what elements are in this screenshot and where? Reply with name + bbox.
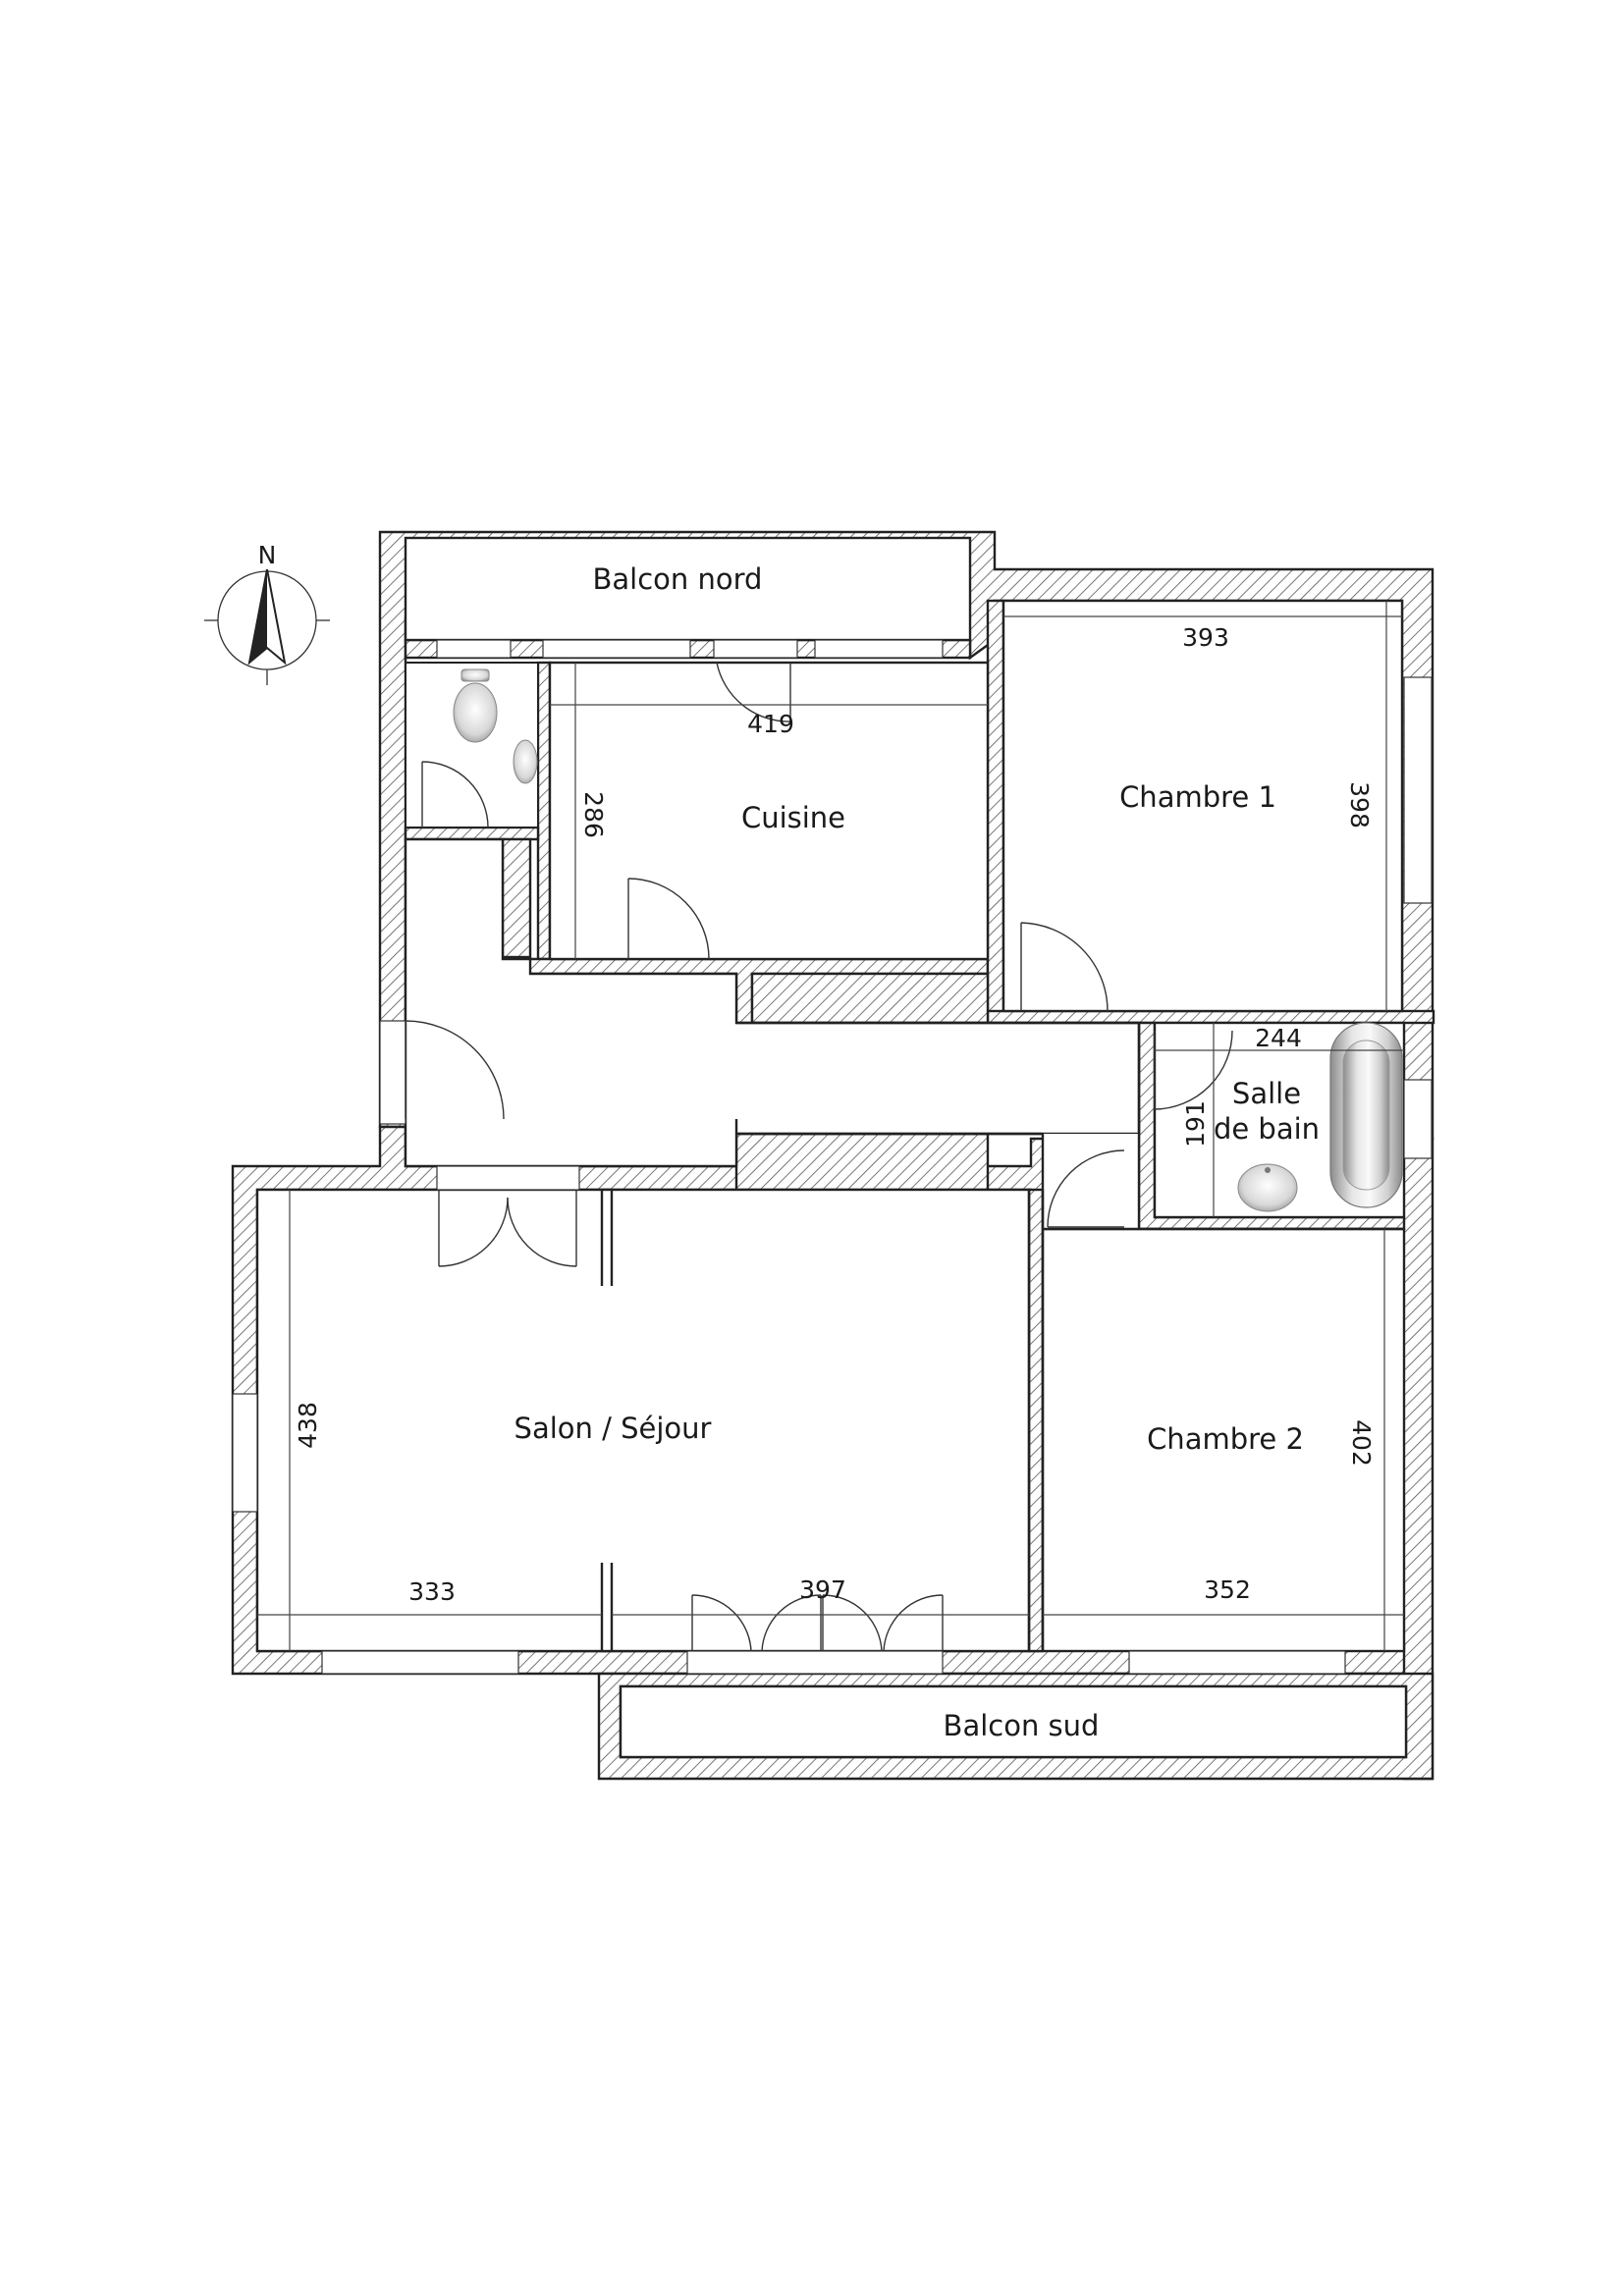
window-salon-south-2 bbox=[686, 1650, 944, 1675]
dim-salon-depth: 438 bbox=[294, 1402, 322, 1449]
window-left-hall bbox=[379, 1020, 406, 1125]
door-chambre-1 bbox=[1020, 922, 1109, 1012]
window-bathroom-east bbox=[1403, 1079, 1433, 1159]
wall-closet-upper bbox=[750, 972, 990, 1025]
window-hall-salon-doorway bbox=[436, 1165, 580, 1191]
room-label-balcon-nord: Balcon nord bbox=[593, 562, 763, 596]
door-wc bbox=[421, 761, 489, 828]
washbasin-icon bbox=[513, 739, 538, 784]
dim-cuisine-width: 419 bbox=[747, 710, 794, 738]
dim-sdb-width: 244 bbox=[1255, 1024, 1302, 1052]
toilet-icon bbox=[453, 668, 498, 743]
room-label-salon: Salon / Séjour bbox=[514, 1412, 712, 1445]
dimension-lines bbox=[257, 601, 1404, 1651]
door-salon-french-1 bbox=[691, 1594, 822, 1652]
wall-chambre1-left bbox=[986, 599, 1005, 1015]
door-salon-double bbox=[438, 1190, 577, 1267]
window-salon-south-1 bbox=[321, 1650, 519, 1675]
room-label-chambre-2: Chambre 2 bbox=[1147, 1422, 1304, 1456]
door-chambre-2 bbox=[1047, 1149, 1125, 1228]
floor-kitchen bbox=[548, 661, 990, 961]
dim-chambre1-width: 393 bbox=[1182, 623, 1229, 652]
wall-chambre1-bottom bbox=[986, 1009, 1435, 1025]
window-kitchen-north-3 bbox=[814, 639, 944, 659]
window-chambre2-south bbox=[1128, 1650, 1346, 1675]
windows bbox=[232, 639, 1433, 1675]
wall-salon-chambre2 bbox=[1027, 1188, 1045, 1653]
room-label-balcon-sud: Balcon sud bbox=[944, 1709, 1100, 1742]
floor-salon bbox=[255, 1188, 1031, 1653]
floor-balcon-nord bbox=[404, 536, 972, 642]
room-floors bbox=[255, 536, 1408, 1759]
dim-chambre1-depth: 398 bbox=[1345, 781, 1374, 828]
window-kitchen-north-2 bbox=[713, 639, 798, 659]
floor-chambre-2 bbox=[1041, 1227, 1406, 1653]
partitions bbox=[600, 1021, 1404, 1651]
window-kitchen-north-1 bbox=[542, 639, 691, 659]
room-label-chambre-1: Chambre 1 bbox=[1119, 780, 1276, 814]
wall-wc-bottom bbox=[404, 826, 540, 841]
wall-closet-left bbox=[501, 837, 532, 959]
dim-sdb-depth: 191 bbox=[1181, 1100, 1210, 1148]
floor-chambre-1 bbox=[1001, 599, 1404, 1013]
room-label-salle-de-bain-1: Salle bbox=[1232, 1077, 1301, 1110]
door-bathroom bbox=[1154, 1030, 1233, 1110]
dim-salon-width-right: 397 bbox=[799, 1575, 846, 1604]
window-chambre1-east bbox=[1403, 676, 1433, 904]
door-entrance bbox=[405, 1020, 505, 1120]
floor-balcon-sud bbox=[619, 1684, 1408, 1759]
room-label-cuisine: Cuisine bbox=[741, 801, 845, 834]
door-kitchen bbox=[627, 878, 710, 960]
bathtub-icon bbox=[1329, 1022, 1403, 1208]
dim-salon-width-left: 333 bbox=[408, 1577, 456, 1606]
north-arrow-icon bbox=[204, 568, 330, 685]
window-wc-north bbox=[436, 639, 512, 659]
washbasin-icon bbox=[1237, 1163, 1298, 1212]
fixtures bbox=[453, 668, 1403, 1212]
dim-chambre2-depth: 402 bbox=[1347, 1419, 1376, 1467]
window-left-salon bbox=[232, 1393, 258, 1513]
room-label-salle-de-bain-2: de bain bbox=[1214, 1112, 1320, 1146]
wall-wc-kitchen bbox=[536, 661, 552, 961]
dim-cuisine-depth: 286 bbox=[579, 791, 608, 838]
dim-chambre2-width: 352 bbox=[1204, 1575, 1251, 1604]
door-salon-french-2 bbox=[822, 1594, 944, 1652]
floor-corridor-right bbox=[1043, 1134, 1139, 1229]
compass-label: N bbox=[258, 541, 277, 569]
